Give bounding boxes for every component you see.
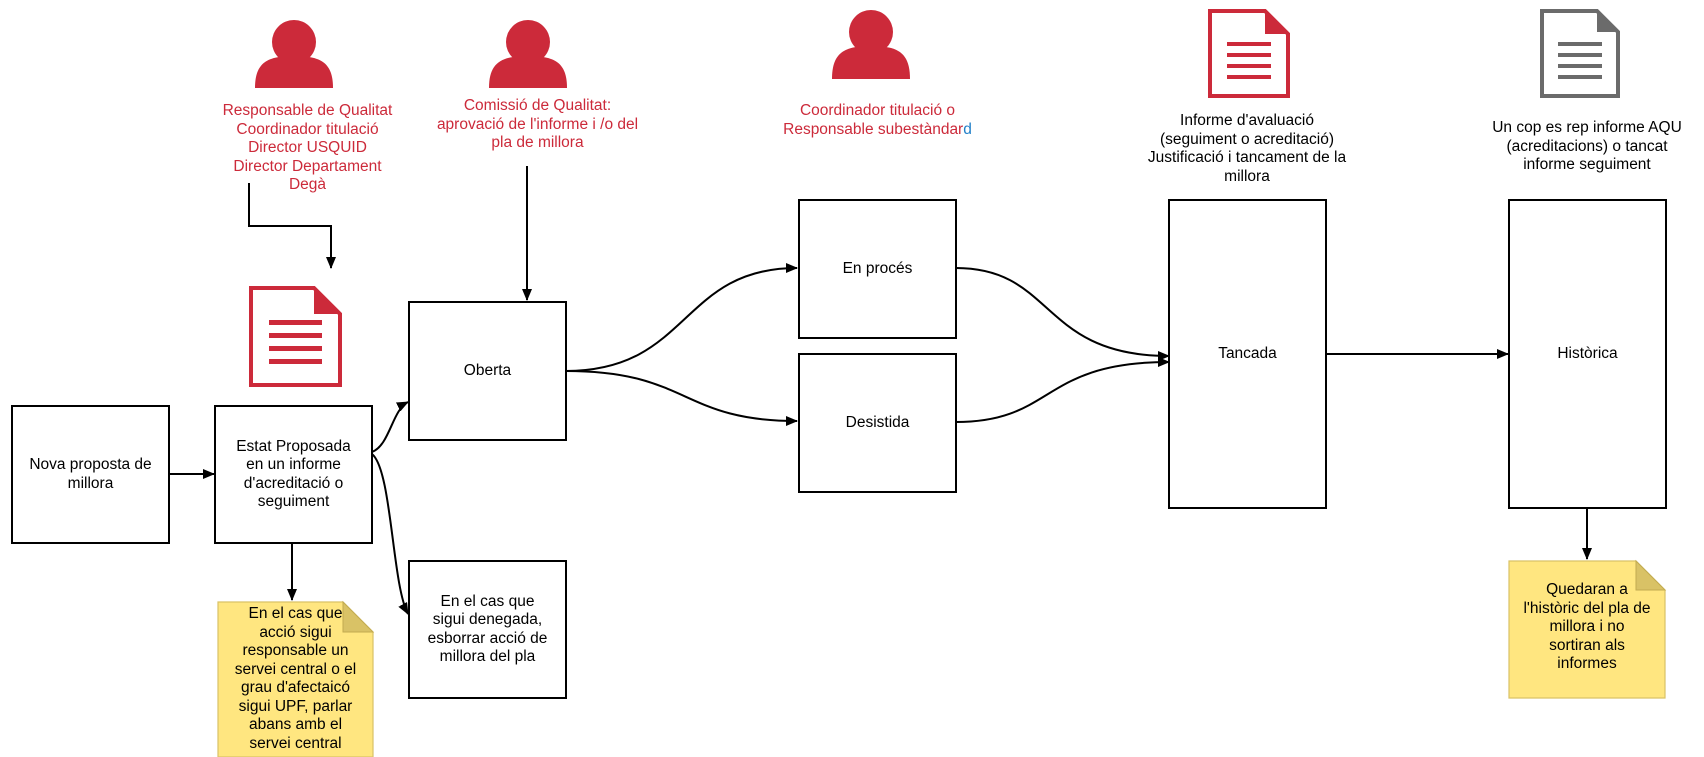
state-en-proces: En procés [799, 200, 956, 338]
note-line: servei central [249, 734, 342, 752]
state-boxes [11, 199, 1667, 699]
state-line: d'acreditació o [243, 474, 344, 492]
person-icon [255, 20, 333, 88]
note-line: l'històric del pla de [1523, 599, 1651, 617]
state-line: en un informe [246, 456, 341, 473]
label-fragment: Responsable subestàndar [783, 120, 964, 138]
note-line: En el cas que [248, 605, 343, 622]
note-line: millora i no [1549, 618, 1625, 635]
connectors [169, 166, 1592, 615]
label-fragment-blue: d [963, 120, 972, 138]
note-line: sortiran als [1549, 636, 1625, 654]
state-historica: Històrica [1509, 200, 1666, 508]
label-line: (seguiment o acreditació) [1159, 130, 1335, 148]
note-servei-central-shape [217, 600, 375, 757]
note-servei-central: En el cas que acció sigui responsable un… [218, 605, 373, 753]
label-line: Justificació i tancament de la [1147, 149, 1347, 166]
document-icon [249, 286, 342, 387]
label-line: Informe d'avaluació [1180, 112, 1314, 129]
note-line: responsable un [242, 642, 349, 659]
label-line: Degà [288, 176, 327, 193]
state-line: En procés [842, 259, 913, 277]
note-line: informes [1557, 655, 1617, 672]
state-line: Desistida [845, 413, 910, 431]
label-line: Un cop es rep informe AQU [1492, 119, 1682, 136]
arrow-proposada-to-oberta [371, 401, 409, 453]
arrow-desistida-to-tancada [955, 357, 1170, 423]
state-denegada: En el cas que sigui denegada, esborrar a… [409, 561, 566, 698]
arrow-responsables-to-proposada [248, 183, 336, 269]
arrow-proposada-to-denegada [371, 453, 409, 615]
state-line: Tancada [1218, 344, 1277, 362]
note-line: Quedaran a [1546, 581, 1628, 598]
label-line: Director USQUID [248, 139, 367, 156]
state-line: Històrica [1557, 344, 1618, 362]
arrow-enproces-to-tancada [955, 267, 1170, 361]
state-line: millora del pla [439, 648, 536, 665]
person-icon [832, 10, 910, 79]
label-comissio-qualitat: Comissió de Qualitat: aprovació de l'inf… [415, 97, 660, 153]
label-line: (acreditacions) o tancat [1506, 137, 1668, 155]
label-responsables: Responsable de Qualitat Coordinador titu… [185, 102, 430, 195]
box-desistida [798, 353, 957, 493]
document-icon [1540, 9, 1620, 98]
label-line: Coordinador titulació [236, 120, 379, 138]
state-line: En el cas que [440, 592, 535, 610]
label-un-cop-rep: Un cop es rep informe AQU (acreditacions… [1467, 119, 1704, 175]
note-line: acció sigui [259, 623, 332, 641]
state-oberta: Oberta [409, 302, 566, 440]
note-historic-shape [1508, 559, 1667, 699]
note-line: grau d'afectaicó [241, 679, 350, 696]
person-icon [489, 20, 567, 88]
box-en-proces [798, 199, 957, 339]
label-line: Director Departament [233, 157, 382, 175]
label-informe-avaluacio: Informe d'avaluació (seguiment o acredit… [1122, 112, 1372, 186]
label-line: aprovació de l'informe i /o del [436, 115, 639, 133]
state-line: seguiment [257, 493, 330, 510]
state-line: millora [67, 474, 114, 492]
box-oberta [408, 301, 567, 441]
label-coordinador-titulacio: Coordinador titulació o Responsable sube… [745, 102, 1010, 139]
state-line: sigui denegada, [432, 611, 543, 628]
state-nova-proposta: Nova proposta de millora [12, 406, 169, 543]
state-desistida: Desistida [799, 354, 956, 492]
label-line: informe seguiment [1523, 156, 1651, 173]
state-line: Nova proposta de [29, 456, 152, 473]
box-tancada [1168, 199, 1327, 509]
state-line: Oberta [463, 361, 512, 379]
label-line: Coordinador titulació o [799, 102, 956, 119]
label-line: Comissió de Qualitat: [463, 97, 612, 114]
label-line: Responsable subestàndard [745, 121, 1010, 140]
arrow-oberta-to-desistida [565, 370, 798, 426]
box-historica [1508, 199, 1667, 509]
state-line: Estat Proposada [236, 437, 351, 455]
document-icon [1208, 9, 1290, 98]
arrow-oberta-to-enproces [565, 263, 798, 372]
state-tancada: Tancada [1169, 200, 1326, 508]
note-line: sigui UPF, parlar [238, 697, 353, 715]
box-estat-proposada [214, 405, 373, 544]
note-line: abans amb el [248, 716, 343, 733]
label-line: millora [1224, 167, 1270, 185]
box-nova-proposta [11, 405, 170, 544]
label-line: Responsable de Qualitat [222, 102, 393, 119]
state-estat-proposada: Estat Proposada en un informe d'acredita… [215, 406, 372, 543]
note-line: servei central o el [234, 660, 357, 678]
note-historic: Quedaran a l'històric del pla de millora… [1509, 581, 1665, 674]
box-denegada [408, 560, 567, 699]
state-line: esborrar acció de [427, 629, 548, 647]
label-line: pla de millora [491, 134, 584, 151]
